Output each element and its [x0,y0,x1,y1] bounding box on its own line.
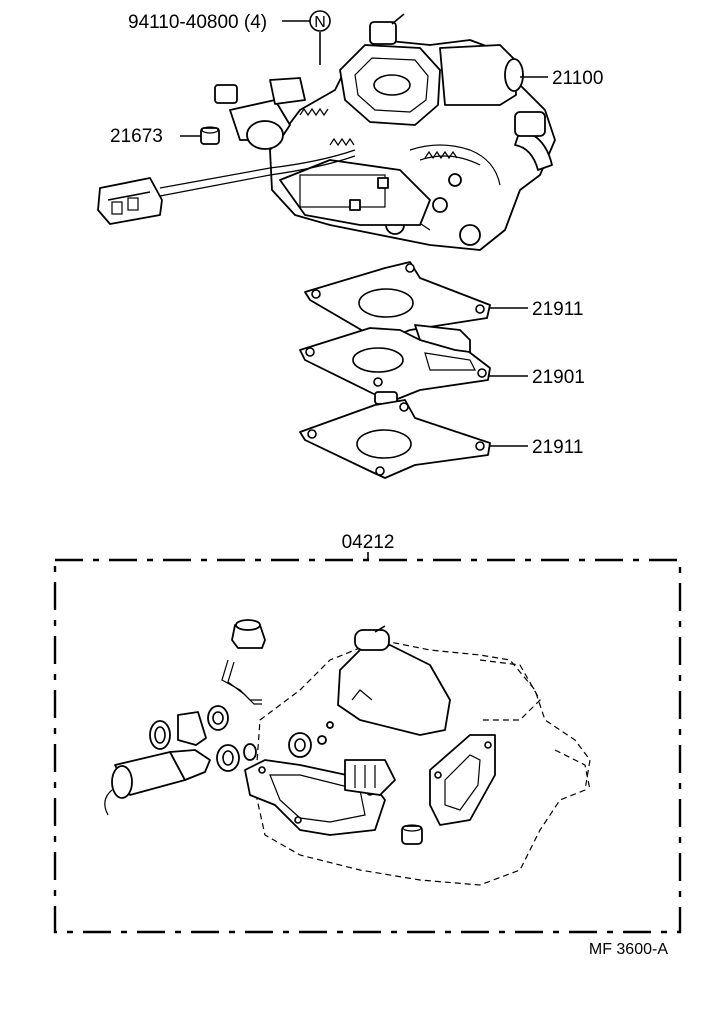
kit-seals [149,705,334,772]
gasket-upper [304,261,491,341]
bolt-marker-circle [309,10,331,32]
kit-part-number: 04212 [342,532,395,553]
carburetor-assembly [97,13,556,251]
kit-gasket-small [344,759,396,796]
kit-sensor [104,749,211,816]
kit-frame [53,552,682,934]
gasket-lower [299,399,491,479]
kit-carburetor-outline [254,639,591,886]
leader-lines-top [180,20,548,447]
bolt-part-number: 94110-40800 (4) [128,12,267,33]
plug-part-number: 21673 [110,126,163,147]
kit-float-chamber-cover [337,625,451,736]
gasket-lower-part-number: 21911 [532,437,583,458]
gasket-upper-part-number: 21911 [532,299,583,320]
carburetor-part-number: 21100 [552,68,603,89]
kit-gasket-right [429,734,496,826]
figure-code: MF 3600-A [589,941,668,958]
kit-needle-valve [221,619,266,705]
kit-plug [401,824,423,845]
insulator-part-number: 21901 [532,367,585,388]
bolt-marker-letter: N [314,14,326,31]
insulator-21901 [299,324,491,405]
plug-21673 [200,126,220,145]
